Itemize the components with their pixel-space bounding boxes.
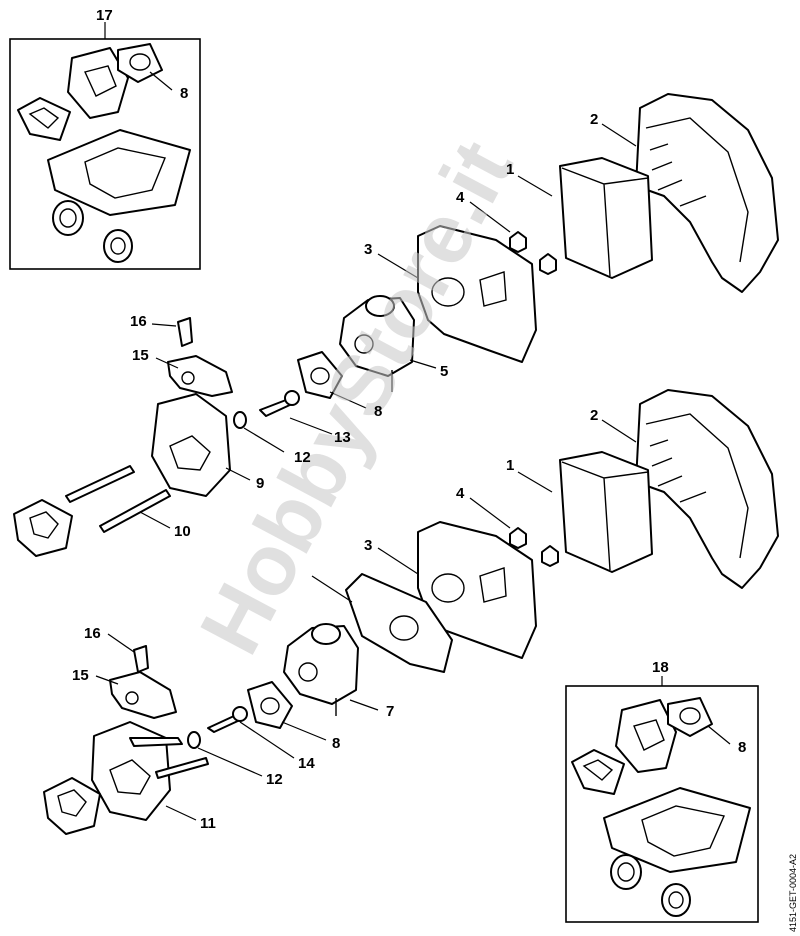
label-4-lower: 4 — [456, 485, 465, 502]
label-12-lower: 12 — [266, 771, 283, 788]
label-3-lower: 3 — [364, 537, 372, 554]
label-15-lower: 15 — [72, 667, 89, 684]
label-7: 7 — [386, 703, 394, 720]
kit-box-17 — [9, 22, 201, 270]
label-4-upper: 4 — [456, 189, 465, 206]
label-10: 10 — [174, 523, 191, 540]
label-8-box18: 8 — [738, 739, 746, 756]
label-9: 9 — [256, 475, 264, 492]
label-16-lower: 16 — [84, 625, 101, 642]
label-12-upper: 12 — [294, 449, 311, 466]
label-1-upper: 1 — [506, 161, 514, 178]
lower-assembly — [43, 389, 779, 835]
label-16-upper: 16 — [130, 313, 147, 330]
label-box-17: 17 — [96, 7, 113, 24]
label-box-18: 18 — [652, 659, 669, 676]
label-5: 5 — [440, 363, 448, 380]
label-8-box17: 8 — [180, 85, 188, 102]
upper-assembly — [13, 93, 779, 557]
label-2-lower: 2 — [590, 407, 598, 424]
reference-code: 4151-GET-0004-A2 — [788, 854, 798, 932]
label-8-lower: 8 — [332, 735, 340, 752]
label-13: 13 — [334, 429, 351, 446]
label-15-upper: 15 — [132, 347, 149, 364]
label-14: 14 — [298, 755, 315, 772]
label-8-upper: 8 — [374, 403, 382, 420]
kit-box-18 — [565, 676, 759, 923]
label-11: 11 — [200, 815, 216, 832]
label-3-upper: 3 — [364, 241, 372, 258]
label-2-upper: 2 — [590, 111, 598, 128]
label-1-lower: 1 — [506, 457, 514, 474]
